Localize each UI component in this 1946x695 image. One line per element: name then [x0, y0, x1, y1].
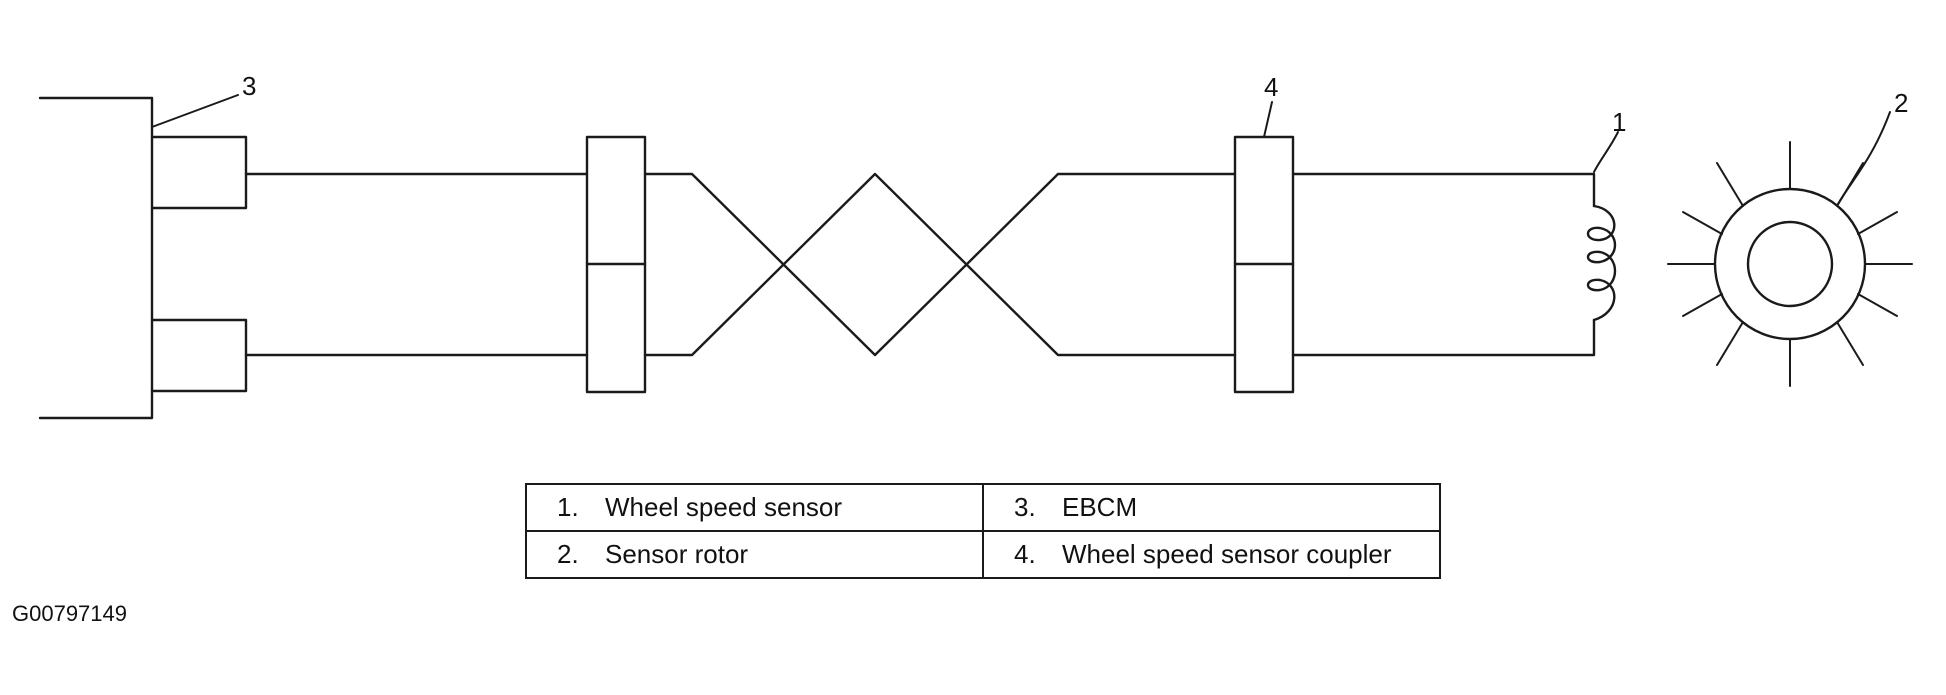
legend-row: 1. Wheel speed sensor 3. EBCM — [525, 483, 1441, 532]
legend-label: Wheel speed sensor coupler — [1062, 539, 1392, 569]
inline-connector — [585, 135, 647, 394]
legend-number: 3. — [1014, 492, 1036, 522]
ebcm-terminal-upper — [150, 135, 248, 210]
legend-label: Sensor rotor — [605, 539, 749, 569]
legend-cell: 1. Wheel speed sensor — [525, 483, 984, 532]
figure-id: G00797149 — [12, 601, 127, 626]
legend-label: EBCM — [1062, 492, 1138, 522]
wire-straight-section — [244, 172, 589, 357]
legend-number: 4. — [1014, 539, 1036, 569]
callout-3-ebcm: 3 — [242, 71, 256, 101]
ebcm-block — [38, 96, 154, 420]
legend-cell: 3. EBCM — [982, 483, 1441, 532]
legend-number: 2. — [557, 539, 579, 569]
wheel-speed-sensor-coupler — [1233, 135, 1295, 394]
callout-4-coupler: 4 — [1264, 72, 1278, 102]
wire-to-sensor — [1291, 172, 1596, 357]
sensor-rotor — [1667, 141, 1913, 387]
legend-number: 1. — [557, 492, 579, 522]
callout-2-rotor: 2 — [1894, 88, 1908, 118]
legend-label: Wheel speed sensor — [605, 492, 843, 522]
callout-leaders — [151, 94, 1891, 205]
legend-cell: 2. Sensor rotor — [525, 530, 984, 579]
legend-cell: 4. Wheel speed sensor coupler — [982, 530, 1441, 579]
callout-1-sensor: 1 — [1612, 107, 1626, 137]
sensor-rotor-teeth — [1667, 141, 1913, 387]
legend-table: 1. Wheel speed sensor 3. EBCM 2. Sensor rot… — [525, 483, 1441, 579]
wheel-speed-sensor-coil — [1586, 204, 1617, 322]
wire-twisted-section — [643, 172, 1237, 357]
legend-row: 2. Sensor rotor 4. Wheel speed sensor coup… — [525, 530, 1441, 579]
ebcm-terminal-lower — [150, 318, 248, 393]
